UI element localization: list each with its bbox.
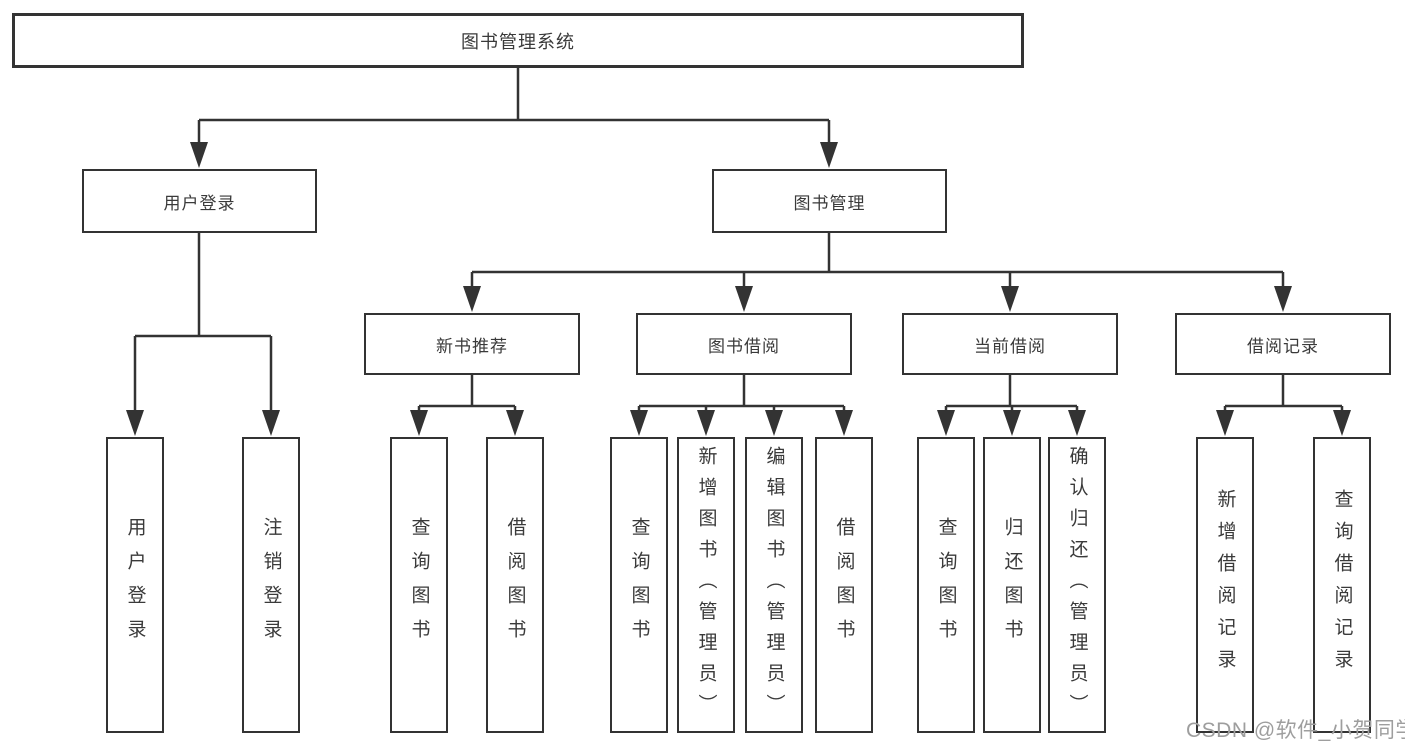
leaf-borrow-books-recommend: 借阅图书	[486, 437, 544, 733]
leaf-logout: 注销登录	[242, 437, 300, 733]
leaf-label: 注销登录	[260, 517, 282, 653]
connector-book-mgmt-to-level3	[470, 233, 1285, 290]
node-borrowing-records: 借阅记录	[1175, 313, 1391, 375]
leaf-label: 新增图书（管理员）	[695, 445, 717, 725]
node-label: 图书管理	[793, 193, 866, 213]
leaf-confirm-return-admin: 确认归还（管理员）	[1048, 437, 1106, 733]
leaf-label: 查询图书	[935, 517, 957, 653]
leaf-label: 用户登录	[124, 517, 146, 653]
arrow-down-icon	[1003, 410, 1021, 436]
leaf-label: 查询借阅记录	[1331, 489, 1353, 681]
arrow-down-icon	[1001, 286, 1019, 312]
leaf-add-books-admin: 新增图书（管理员）	[677, 437, 735, 733]
leaf-label: 编辑图书（管理员）	[763, 445, 785, 725]
node-new-book-recommendation: 新书推荐	[364, 313, 580, 375]
arrow-down-icon	[463, 286, 481, 312]
arrow-down-icon	[697, 410, 715, 436]
leaf-label: 借阅图书	[504, 517, 526, 653]
connector-current-borrow-to-leaves	[944, 375, 1079, 414]
leaf-label: 确认归还（管理员）	[1066, 445, 1088, 725]
arrow-down-icon	[937, 410, 955, 436]
node-book-borrowing: 图书借阅	[636, 313, 852, 375]
connector-book-borrow-to-leaves	[637, 375, 846, 414]
arrow-down-icon	[1333, 410, 1351, 436]
node-label: 当前借阅	[974, 336, 1046, 356]
leaf-edit-books-admin: 编辑图书（管理员）	[745, 437, 803, 733]
leaf-label: 新增借阅记录	[1214, 489, 1236, 681]
leaf-label: 查询图书	[408, 517, 430, 653]
node-library-system: 图书管理系统	[12, 13, 1024, 68]
arrow-down-icon	[1216, 410, 1234, 436]
leaf-query-books-current: 查询图书	[917, 437, 975, 733]
leaf-label: 归还图书	[1001, 517, 1023, 653]
leaf-query-books-borrow: 查询图书	[610, 437, 668, 733]
arrow-down-icon	[126, 410, 144, 436]
leaf-label: 查询图书	[628, 517, 650, 653]
leaf-label: 借阅图书	[833, 517, 855, 653]
leaf-add-borrow-record: 新增借阅记录	[1196, 437, 1254, 733]
arrow-down-icon	[262, 410, 280, 436]
node-label: 图书借阅	[708, 336, 780, 356]
arrow-down-icon	[735, 286, 753, 312]
arrow-down-icon	[1274, 286, 1292, 312]
arrowhead-icons	[126, 142, 1351, 436]
arrow-down-icon	[190, 142, 208, 168]
connector-user-login-to-leaves	[133, 233, 273, 414]
node-label: 借阅记录	[1247, 336, 1319, 356]
node-book-management: 图书管理	[712, 169, 947, 233]
leaf-query-books-recommend: 查询图书	[390, 437, 448, 733]
connector-borrow-record-to-leaves	[1223, 375, 1344, 414]
node-label: 图书管理系统	[461, 31, 575, 52]
connector-root-to-level2	[197, 68, 831, 148]
arrow-down-icon	[765, 410, 783, 436]
csdn-watermark: CSDN @软件_小贺同学	[1186, 719, 1405, 742]
connector-new-book-to-leaves	[417, 375, 517, 414]
arrow-down-icon	[1068, 410, 1086, 436]
arrow-down-icon	[630, 410, 648, 436]
connector-paths	[133, 68, 1344, 414]
node-current-borrowing: 当前借阅	[902, 313, 1118, 375]
node-label: 新书推荐	[436, 336, 508, 356]
arrow-down-icon	[820, 142, 838, 168]
node-user-login: 用户登录	[82, 169, 317, 233]
leaf-user-login: 用户登录	[106, 437, 164, 733]
arrow-down-icon	[506, 410, 524, 436]
leaf-borrow-books: 借阅图书	[815, 437, 873, 733]
arrow-down-icon	[410, 410, 428, 436]
leaf-query-borrow-record: 查询借阅记录	[1313, 437, 1371, 733]
arrow-down-icon	[835, 410, 853, 436]
leaf-return-books: 归还图书	[983, 437, 1041, 733]
node-label: 用户登录	[163, 193, 236, 213]
